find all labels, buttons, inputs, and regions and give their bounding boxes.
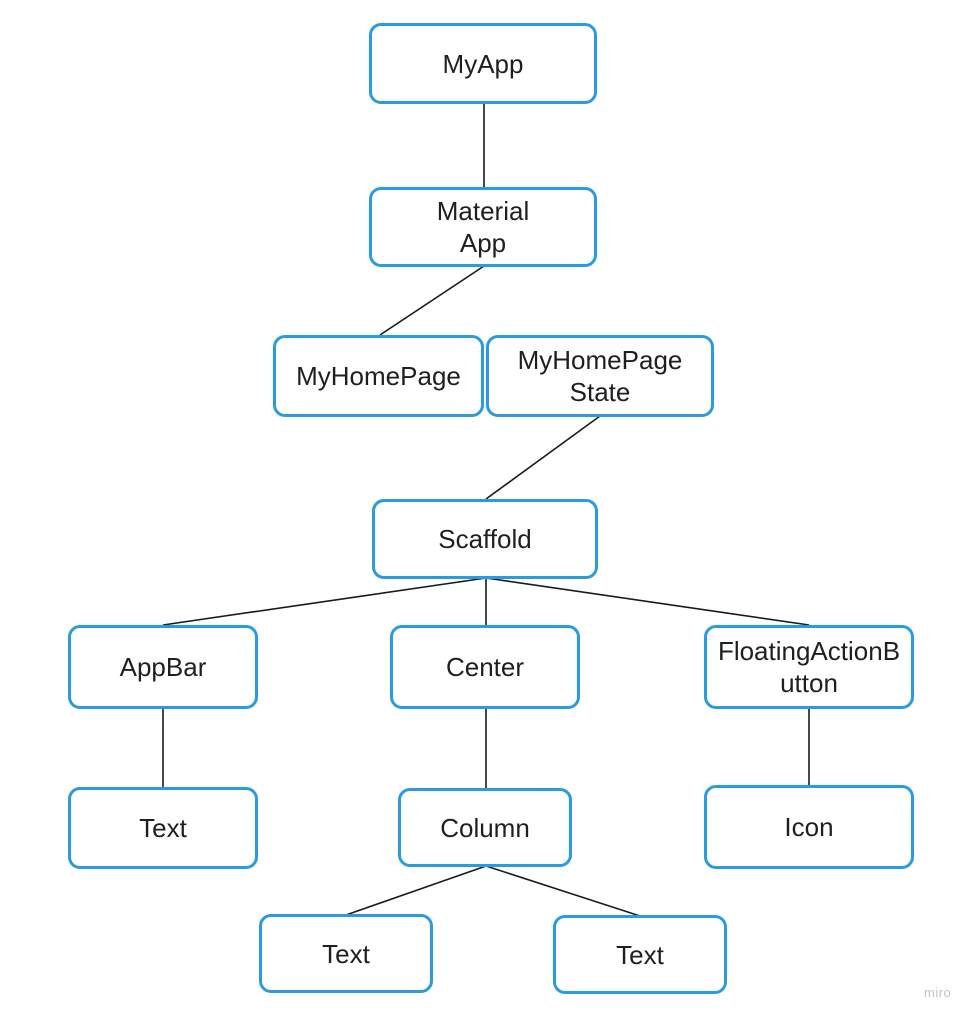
edge-myhomepagestate-scaffold [485, 415, 601, 500]
edge-column-text-left [345, 865, 487, 916]
node-my-home-page-state[interactable]: MyHomePage State [486, 335, 714, 417]
node-icon[interactable]: Icon [704, 785, 914, 869]
edge-materialapp-myhomepage [379, 265, 485, 336]
node-scaffold[interactable]: Scaffold [372, 499, 598, 579]
edge-scaffold-fab [485, 577, 810, 626]
miro-watermark: miro [924, 985, 952, 1000]
edge-column-text-right [485, 865, 641, 917]
node-column-text-right[interactable]: Text [553, 915, 727, 994]
node-app-bar[interactable]: AppBar [68, 625, 258, 709]
node-column-text-left[interactable]: Text [259, 914, 433, 993]
node-myapp[interactable]: MyApp [369, 23, 597, 104]
node-material-app[interactable]: Material App [369, 187, 597, 267]
node-center[interactable]: Center [390, 625, 580, 709]
node-my-home-page[interactable]: MyHomePage [273, 335, 484, 417]
node-column[interactable]: Column [398, 788, 572, 867]
node-floating-action-button[interactable]: FloatingActionB utton [704, 625, 914, 709]
edge-scaffold-appbar [162, 577, 487, 626]
node-app-bar-text[interactable]: Text [68, 787, 258, 869]
